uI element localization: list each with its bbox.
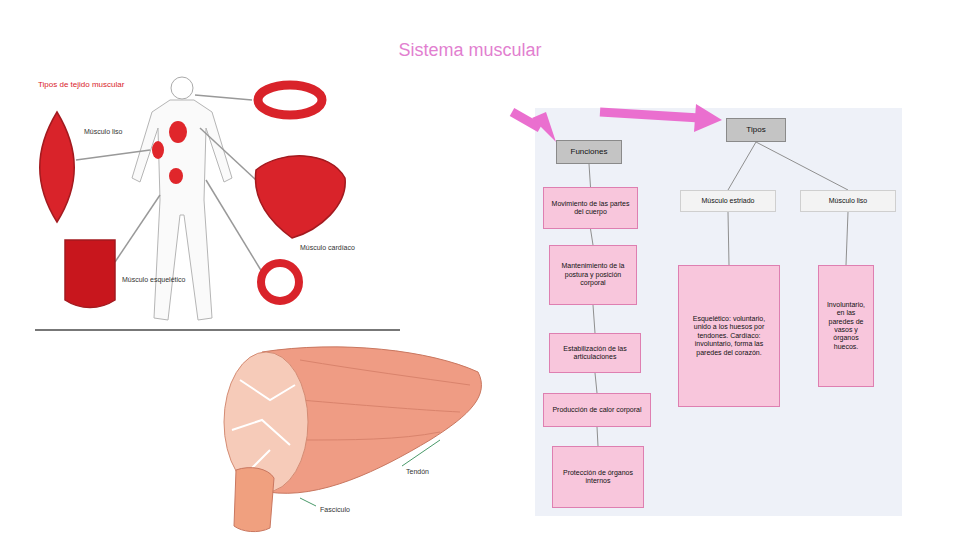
part-label: Tipos de tejido muscular [38,80,168,90]
node-text: Producción de calor corporal [552,406,641,414]
connector [595,373,597,393]
node-text: Movimiento de las partes del cuerpo [549,200,632,217]
node-text: Funciones [571,147,608,157]
body-figure [35,77,400,330]
connector [589,164,591,187]
concept-box: Mantenimiento de la postura y posición c… [549,245,637,305]
part-label: Tendón [406,468,456,476]
part-label: Músculo esquelético [122,276,202,284]
muscle-bundle [224,347,481,532]
title: Sistema muscular [330,40,610,61]
concept-box: Protección de órganos internos [552,446,644,508]
node-text: Mantenimiento de la postura y posición c… [555,262,631,287]
heading-box: Tipos [726,118,786,142]
node-text: Involuntario, en las paredes de vasos y … [824,301,868,351]
type-box: Músculo liso [800,190,896,212]
concept-box: Esquelético: voluntario, unido a los hue… [678,265,780,407]
part-label: Fascículo [320,506,390,514]
node-text: Músculo liso [829,197,868,205]
type-box: Músculo estriado [680,190,776,212]
connector [593,305,595,333]
concept-box: Estabilización de las articulaciones [549,333,641,373]
concept-box: Producción de calor corporal [543,393,651,427]
node-text: Protección de órganos internos [558,469,638,486]
connector [597,427,598,446]
node-text: Esquelético: voluntario, unido a los hue… [684,315,774,357]
connector [728,142,756,190]
part-label: Músculo liso [84,128,144,136]
connector [728,212,729,265]
part-label: Músculo cardíaco [300,244,380,252]
connector [756,142,848,190]
node-text: Estabilización de las articulaciones [555,345,635,362]
pink-arrows [512,104,722,142]
muscle-tissue-samples [40,85,345,308]
connector [591,229,594,245]
heading-box: Funciones [556,140,622,164]
node-text: Tipos [746,125,765,135]
connector [846,212,848,265]
map-panel [535,108,902,516]
concept-box: Involuntario, en las paredes de vasos y … [818,265,874,387]
node-text: Músculo estriado [702,197,755,205]
concept-box: Movimiento de las partes del cuerpo [543,187,638,229]
